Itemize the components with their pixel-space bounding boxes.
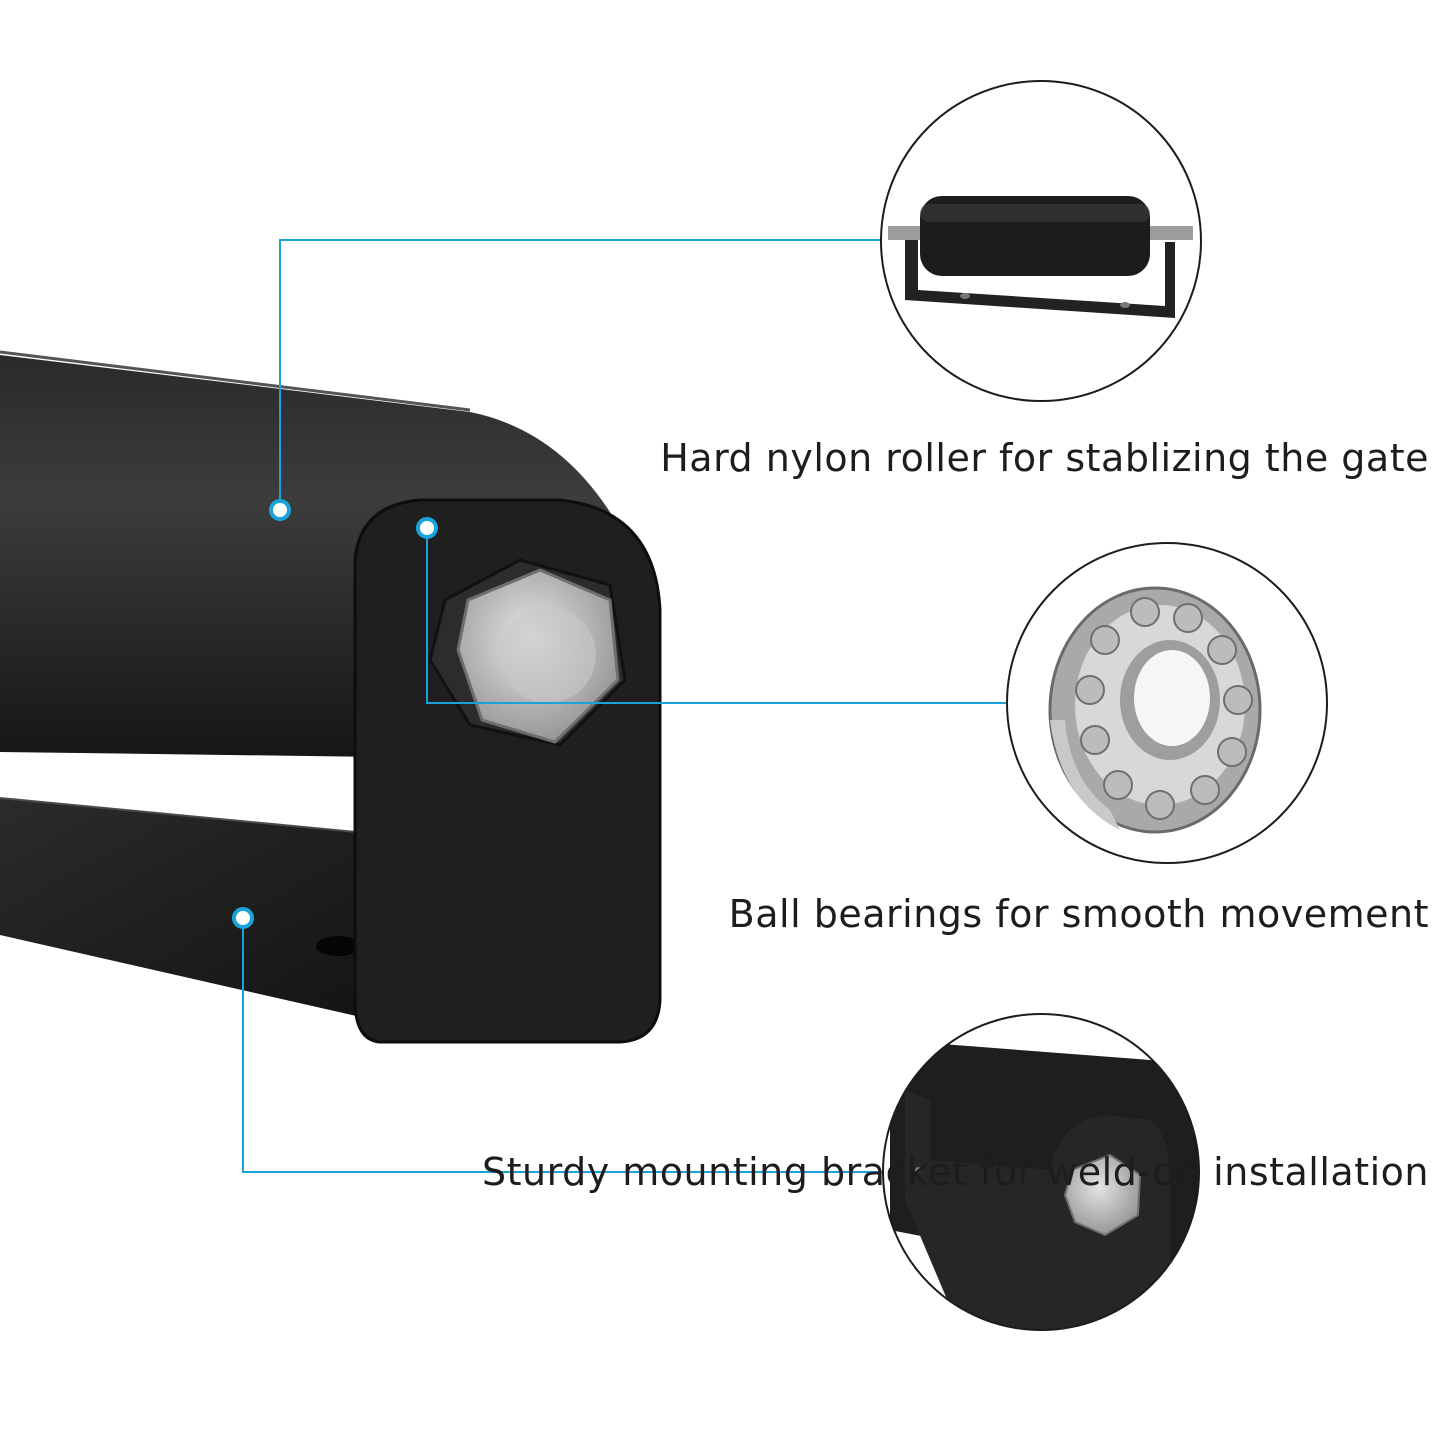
callout-dot-bracket — [232, 907, 254, 929]
callout-line-bracket — [242, 918, 883, 1173]
callout-dot-bearing — [416, 517, 438, 539]
ball-bearing-icon — [1006, 542, 1328, 864]
callout-lines — [242, 239, 1007, 1173]
bracket-detail-icon — [882, 1013, 1200, 1331]
callout-label-bearing: Ball bearings for smooth movement — [728, 892, 1429, 936]
callout-dot-roller — [269, 499, 291, 521]
roller-product-image — [0, 350, 662, 1044]
callout-label-roller: Hard nylon roller for stablizing the gat… — [660, 436, 1429, 480]
callout-label-bracket: Sturdy mounting bracket for weld-on inst… — [482, 1150, 1429, 1194]
callout-line-roller — [279, 239, 880, 510]
callout-line-bearing — [426, 528, 1007, 704]
roller-detail-icon — [880, 80, 1202, 402]
